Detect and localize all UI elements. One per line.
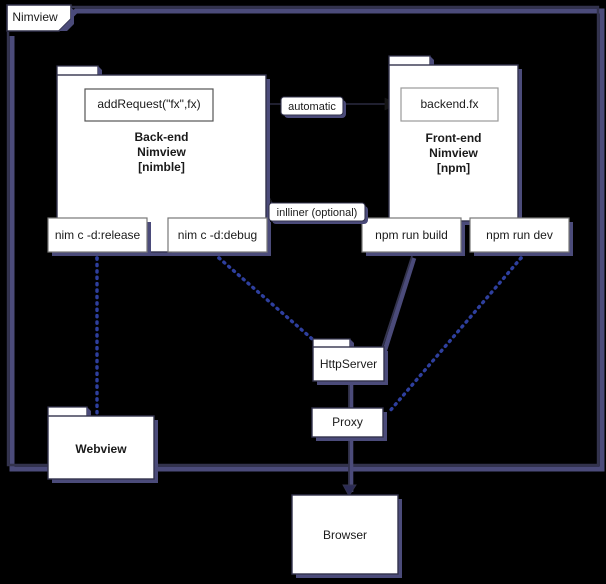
proxy-box-shape[interactable] <box>311 407 387 441</box>
httpserver-package-shape[interactable] <box>312 338 388 385</box>
automatic-label-chip <box>280 96 346 118</box>
outer-package-shape <box>6 4 605 472</box>
backendfx-box-shape[interactable] <box>400 87 499 122</box>
inlliner-label-chip <box>268 202 368 224</box>
nim-debug-box-shape[interactable] <box>167 217 271 256</box>
browser-box-shape[interactable] <box>291 494 402 578</box>
frontend-package-shape[interactable] <box>388 55 522 225</box>
edge-httpserver-to-proxy <box>348 383 354 410</box>
addrequest-box-shape[interactable] <box>84 88 214 122</box>
npm-build-box-shape[interactable] <box>361 217 465 256</box>
edge-proxy-to-browser <box>342 434 357 497</box>
edge-nimrelease-to-webview <box>95 256 99 415</box>
nim-release-box-shape[interactable] <box>47 217 151 256</box>
edge-npmdev-to-proxy <box>387 256 523 414</box>
edge-npmbuild-to-httpserver <box>380 255 417 354</box>
edge-nimdebug-to-httpserver <box>217 256 320 346</box>
webview-package-shape[interactable] <box>47 406 158 483</box>
npm-dev-box-shape[interactable] <box>469 217 573 256</box>
